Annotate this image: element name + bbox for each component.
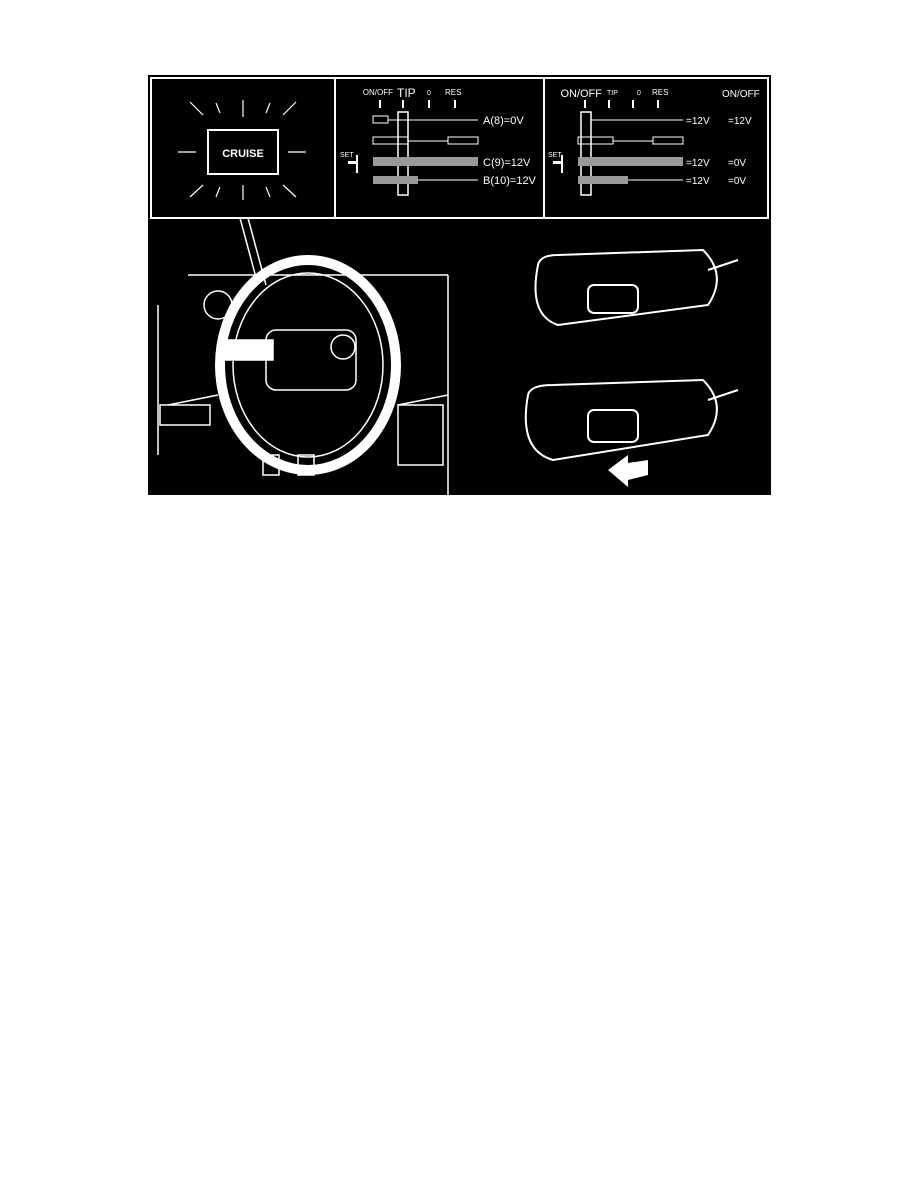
push-direction-arrow bbox=[608, 455, 648, 487]
position-label: 0 bbox=[427, 90, 431, 97]
onoff-header: ON/OFF bbox=[722, 89, 760, 100]
cruise-stalk-upper bbox=[534, 248, 739, 327]
position-label: TIP bbox=[607, 90, 618, 97]
callout-line bbox=[239, 217, 259, 286]
set-label: SET bbox=[340, 152, 354, 159]
output-on-label: =12V bbox=[686, 158, 710, 169]
output-off-label: =0V bbox=[728, 176, 746, 187]
output-label: C(9)=12V bbox=[483, 157, 531, 169]
switch-diagram-right: ON/OFF TIP 0 RES ON/OFF =12V =12V =12V =… bbox=[548, 88, 760, 196]
output-off-label: =12V bbox=[728, 116, 752, 127]
indicator-label: CRUISE bbox=[222, 148, 264, 160]
position-label: ON/OFF bbox=[363, 88, 393, 97]
output-label: B(10)=12V bbox=[483, 175, 537, 187]
position-label: ON/OFF bbox=[560, 88, 602, 100]
switch-diagram-left: ON/OFF TIP 0 RES A(8)=0V C(9)=12V B(10)=… bbox=[340, 86, 537, 196]
dashboard-drawing bbox=[157, 255, 449, 495]
illustration-svg: CRUISE ON/OFF TIP 0 RES A(8)=0V C(9)=12V… bbox=[150, 77, 769, 495]
position-label: 0 bbox=[637, 90, 641, 97]
output-on-label: =12V bbox=[686, 176, 710, 187]
cruise-control-illustration: CRUISE ON/OFF TIP 0 RES A(8)=0V C(9)=12V… bbox=[148, 75, 771, 495]
cruise-stalk-lower bbox=[524, 378, 739, 462]
set-label: SET bbox=[548, 152, 562, 159]
output-on-label: =12V bbox=[686, 116, 710, 127]
position-label: RES bbox=[652, 88, 668, 97]
position-label: TIP bbox=[397, 86, 416, 100]
glow-rays bbox=[178, 100, 306, 200]
position-label: RES bbox=[445, 88, 461, 97]
output-label: A(8)=0V bbox=[483, 115, 524, 127]
output-off-label: =0V bbox=[728, 158, 746, 169]
cruise-indicator: CRUISE bbox=[178, 100, 306, 200]
panel-frame bbox=[150, 77, 769, 219]
